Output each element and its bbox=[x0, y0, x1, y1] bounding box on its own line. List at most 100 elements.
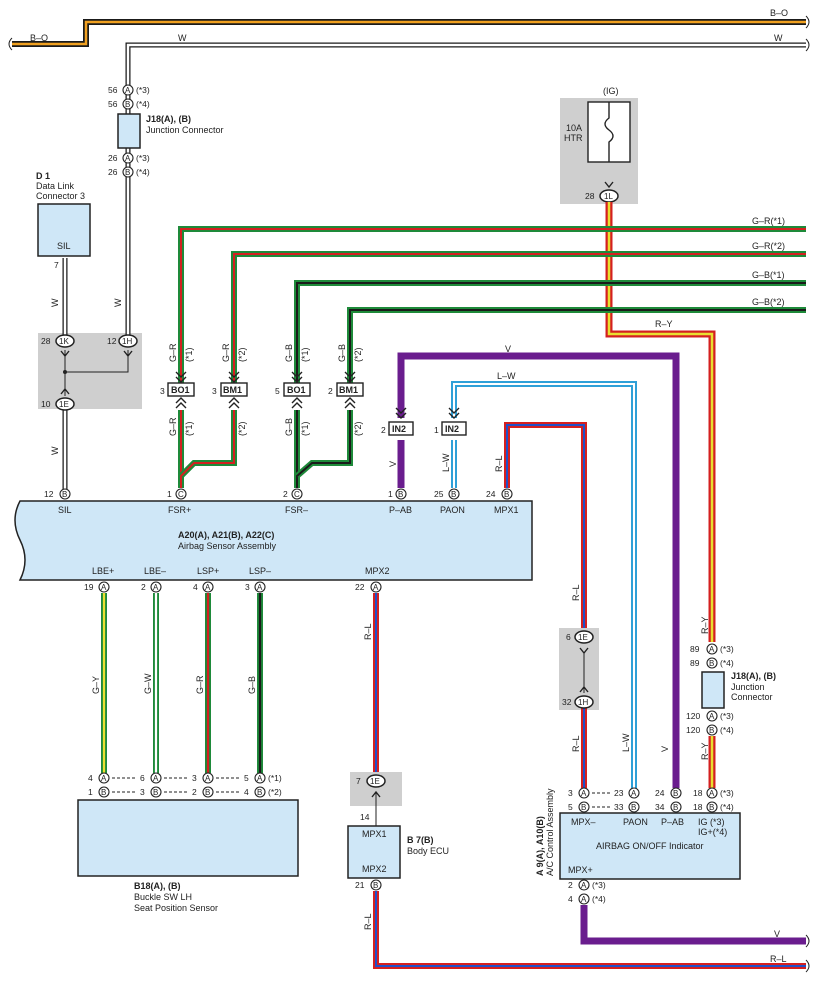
svg-text:1K: 1K bbox=[59, 337, 69, 346]
wire-label-w-mid: W bbox=[178, 33, 187, 43]
svg-text:(*2): (*2) bbox=[237, 347, 247, 362]
svg-text:B: B bbox=[125, 168, 130, 177]
svg-text:2: 2 bbox=[568, 880, 573, 890]
ac-indicator: AIRBAG ON/OFF Indicator bbox=[596, 841, 704, 851]
svg-text:A: A bbox=[631, 789, 637, 798]
svg-text:4: 4 bbox=[193, 582, 198, 592]
body-ecu-pin21: 21 bbox=[355, 880, 365, 890]
svg-text:19: 19 bbox=[84, 582, 94, 592]
buckle-desc2: Seat Position Sensor bbox=[134, 903, 218, 913]
connector-tags-upper: 3 BO1 3 BM1 5 BO1 2 BM1 bbox=[160, 371, 364, 409]
wire-fsr-minus bbox=[294, 410, 353, 488]
svg-text:89: 89 bbox=[690, 644, 700, 654]
svg-text:23: 23 bbox=[614, 788, 624, 798]
svg-text:G–B: G–B bbox=[284, 344, 294, 362]
svg-text:IN2: IN2 bbox=[392, 424, 406, 434]
svg-text:(*1): (*1) bbox=[300, 421, 310, 436]
svg-text:4: 4 bbox=[88, 773, 93, 783]
buckle-desc1: Buckle SW LH bbox=[134, 892, 192, 902]
svg-text:(*4): (*4) bbox=[720, 658, 734, 668]
svg-text:14: 14 bbox=[360, 812, 370, 822]
fuse-connector-label: 1L bbox=[604, 192, 613, 201]
svg-text:B: B bbox=[398, 490, 403, 499]
wire-label-lw-top: L–W bbox=[497, 371, 516, 381]
svg-text:G–W: G–W bbox=[143, 673, 153, 694]
wire-label-v-top: V bbox=[505, 344, 511, 354]
j18-top-name: J18(A), (B) bbox=[146, 114, 191, 124]
wire-label-rl-mpx2: R–L bbox=[363, 623, 373, 640]
buckle-box bbox=[77, 799, 299, 877]
svg-text:B: B bbox=[673, 803, 678, 812]
svg-text:2: 2 bbox=[328, 386, 333, 396]
svg-text:C: C bbox=[178, 490, 184, 499]
svg-text:(*3): (*3) bbox=[720, 644, 734, 654]
svg-text:BO1: BO1 bbox=[171, 385, 190, 395]
svg-text:1: 1 bbox=[388, 489, 393, 499]
svg-text:G–R: G–R bbox=[168, 417, 178, 436]
body-ecu-connector: 7 1E 14 bbox=[356, 774, 386, 826]
ac-ig2: IG+(*4) bbox=[698, 827, 727, 837]
svg-text:B: B bbox=[62, 490, 67, 499]
wire-label-ry-top: R–Y bbox=[655, 319, 673, 329]
svg-text:A: A bbox=[101, 774, 107, 783]
svg-text:120: 120 bbox=[686, 725, 700, 735]
svg-text:1E: 1E bbox=[59, 400, 69, 409]
svg-text:2: 2 bbox=[381, 425, 386, 435]
wire-label-v-low: V bbox=[660, 746, 670, 752]
svg-text:(*4): (*4) bbox=[720, 802, 734, 812]
svg-text:B: B bbox=[451, 490, 456, 499]
j18-top-pins: 56 A (*3) 56 B (*4) 26 A (*3) 26 B (*4) bbox=[108, 84, 150, 178]
svg-text:A: A bbox=[153, 583, 159, 592]
svg-text:G–Y: G–Y bbox=[91, 676, 101, 694]
svg-text:1E: 1E bbox=[578, 633, 588, 642]
junction-dot bbox=[63, 370, 67, 374]
svg-text:B: B bbox=[673, 789, 678, 798]
svg-text:26: 26 bbox=[108, 153, 118, 163]
svg-text:G–R: G–R bbox=[195, 675, 205, 694]
svg-text:FSR+: FSR+ bbox=[168, 505, 191, 515]
wire-lw bbox=[451, 381, 637, 788]
ac-pab: P–AB bbox=[661, 817, 684, 827]
j18-right-desc2: Connector bbox=[731, 692, 773, 702]
j18-right-desc1: Junction bbox=[731, 682, 765, 692]
airbag-box bbox=[14, 500, 533, 581]
svg-text:MPX2: MPX2 bbox=[365, 566, 390, 576]
svg-text:A: A bbox=[125, 86, 131, 95]
j18-right-box bbox=[701, 671, 725, 709]
lower-wire-labels: G–R (*1) (*2) G–B (*1) (*2) bbox=[168, 417, 363, 436]
j18-top-box bbox=[117, 113, 141, 149]
svg-text:IN2: IN2 bbox=[445, 424, 459, 434]
svg-text:B: B bbox=[101, 788, 106, 797]
d1-box bbox=[37, 203, 91, 257]
wire-label-w-lower: W bbox=[50, 446, 60, 455]
svg-text:B: B bbox=[581, 803, 586, 812]
svg-text:7: 7 bbox=[356, 776, 361, 786]
svg-text:LBE–: LBE– bbox=[144, 566, 166, 576]
wire-fsr-plus bbox=[178, 410, 237, 488]
svg-text:3: 3 bbox=[245, 582, 250, 592]
svg-text:1: 1 bbox=[167, 489, 172, 499]
svg-text:A: A bbox=[153, 774, 159, 783]
d1-desc1: Data Link bbox=[36, 181, 75, 191]
fuse-name: HTR bbox=[564, 133, 583, 143]
j18-right-name: J18(A), (B) bbox=[731, 671, 776, 681]
svg-text:1: 1 bbox=[88, 787, 93, 797]
svg-text:FSR–: FSR– bbox=[285, 505, 308, 515]
svg-text:(*1): (*1) bbox=[184, 421, 194, 436]
svg-text:6: 6 bbox=[566, 632, 571, 642]
svg-text:3: 3 bbox=[140, 787, 145, 797]
svg-text:A: A bbox=[257, 774, 263, 783]
svg-text:12: 12 bbox=[107, 336, 117, 346]
svg-text:34: 34 bbox=[655, 802, 665, 812]
svg-text:BO1: BO1 bbox=[287, 385, 306, 395]
fuse-amp: 10A bbox=[566, 123, 582, 133]
airbag-name: A20(A), A21(B), A22(C) bbox=[178, 530, 274, 540]
svg-text:MPX1: MPX1 bbox=[494, 505, 519, 515]
body-ecu-box bbox=[347, 825, 401, 879]
wire-bo bbox=[8, 15, 810, 51]
wire-label-bo-left: B–O bbox=[30, 33, 48, 43]
svg-text:A: A bbox=[205, 583, 211, 592]
connector-tags-in2: 2 IN2 1 IN2 bbox=[381, 407, 467, 436]
svg-text:3: 3 bbox=[192, 773, 197, 783]
